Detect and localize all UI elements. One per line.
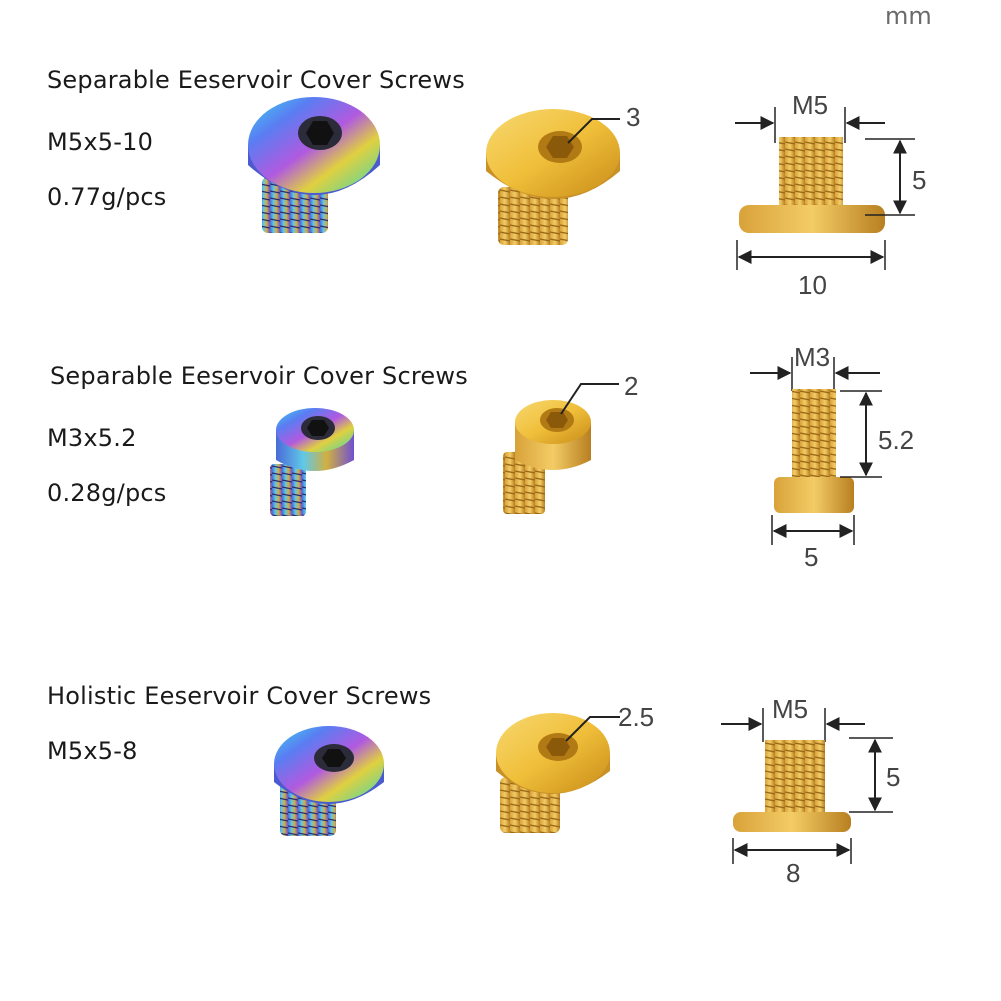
- product-3-spec: M5x5-8: [47, 737, 138, 765]
- product-3-gold-screw: [496, 713, 620, 833]
- product-2-spec: M3x5.2: [47, 424, 137, 452]
- product-2-gold-screw: [503, 383, 619, 514]
- product-2-hex-label: 2: [624, 371, 639, 401]
- product-2-weight: 0.28g/pcs: [47, 479, 167, 507]
- product-1-rainbow-screw: [248, 97, 380, 233]
- product-1-title: Separable Eeservoir Cover Screws: [47, 66, 465, 94]
- product-2-title: Separable Eeservoir Cover Screws: [50, 362, 468, 390]
- product-3-thread-dim: M5: [772, 694, 809, 724]
- product-3-title: Holistic Eeservoir Cover Screws: [47, 682, 432, 710]
- product-3-length-dim: 5: [886, 762, 901, 792]
- product-3-head-dim: 8: [786, 858, 801, 888]
- product-3-rainbow-screw: [274, 726, 384, 836]
- product-2-thread-dim: M3: [794, 342, 831, 372]
- product-2-head-dim: 5: [804, 542, 819, 572]
- product-1-weight: 0.77g/pcs: [47, 183, 167, 211]
- product-1-spec: M5x5-10: [47, 128, 154, 156]
- product-1-head-dim: 10: [798, 270, 827, 300]
- product-1-hex-label: 3: [626, 102, 641, 132]
- product-1-dimension-drawing: [735, 107, 915, 270]
- product-2-dimension-drawing: [750, 357, 882, 545]
- unit-label: mm: [885, 2, 932, 30]
- product-2-length-dim: 5.2: [878, 425, 915, 455]
- product-2-rainbow-screw: [270, 408, 354, 516]
- product-1-length-dim: 5: [912, 165, 927, 195]
- product-3-dimension-drawing: [721, 708, 893, 864]
- product-3-hex-label: 2.5: [618, 702, 655, 732]
- product-1-gold-screw: [486, 109, 620, 245]
- product-1-thread-dim: M5: [792, 90, 829, 120]
